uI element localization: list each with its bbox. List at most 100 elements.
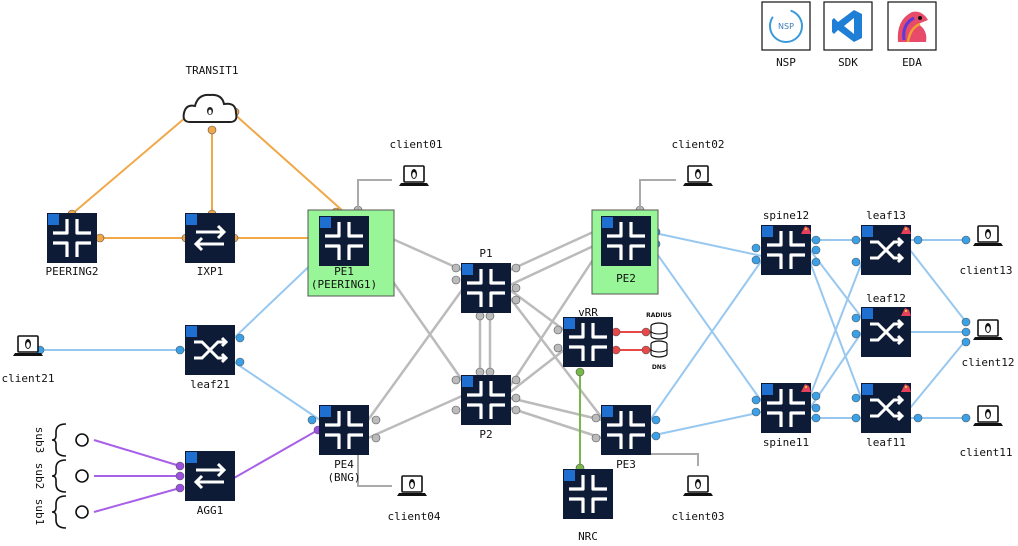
- access-link-6: [649, 411, 763, 437]
- subscriber-label-sub3: sub3: [33, 427, 46, 454]
- client-client21[interactable]: [13, 335, 43, 356]
- core-port-dot: [485, 367, 495, 377]
- cloud-label: TRANSIT1: [186, 64, 239, 77]
- radius-dns-database[interactable]: [650, 322, 668, 358]
- tool-eda[interactable]: [887, 1, 937, 51]
- client-client11[interactable]: [973, 405, 1003, 426]
- badge-icon: [48, 214, 59, 225]
- database-icon: [650, 326, 668, 340]
- node-p2[interactable]: [461, 375, 511, 425]
- node-label-spine12: spine12: [763, 209, 809, 222]
- access-link-10: [809, 261, 863, 397]
- node-p1[interactable]: [461, 263, 511, 313]
- node-pe1[interactable]: [319, 216, 369, 266]
- node-vrr[interactable]: [563, 317, 613, 367]
- client-label-client03: client03: [672, 510, 725, 523]
- core-link-7: [509, 240, 603, 287]
- mgmt-link-1: [639, 179, 676, 210]
- badge-icon: [186, 452, 197, 463]
- node-spine11[interactable]: [761, 383, 811, 433]
- badge-icon: [862, 384, 873, 395]
- client-client04[interactable]: [397, 475, 427, 496]
- access-link-3: [649, 231, 763, 257]
- node-sublabel-pe1: (PEERING1): [311, 278, 377, 291]
- access-port-dot: [961, 337, 971, 347]
- tool-nsp[interactable]: NSP: [761, 1, 811, 51]
- access-port-dot: [851, 413, 861, 423]
- core-port-dot: [475, 311, 485, 321]
- subscriber-port-dot: [175, 471, 185, 481]
- node-spine12[interactable]: [761, 225, 811, 275]
- access-port-dot: [811, 245, 821, 255]
- core-port-dot: [451, 375, 461, 385]
- access-port-dot: [751, 407, 761, 417]
- access-link-16: [909, 339, 967, 409]
- core-port-dot: [475, 367, 485, 377]
- access-port-dot: [307, 415, 317, 425]
- access-link-4: [649, 243, 763, 403]
- tool-label-nsp: NSP: [776, 56, 796, 69]
- access-port-dot: [961, 317, 971, 327]
- access-link-2: [233, 361, 321, 421]
- core-port-dot: [511, 393, 521, 403]
- node-ixp1[interactable]: [185, 213, 235, 263]
- tool-sdk[interactable]: [823, 1, 873, 51]
- node-pe3[interactable]: [601, 405, 651, 455]
- node-label-leaf13: leaf13: [866, 209, 906, 222]
- node-label-leaf12: leaf12: [866, 292, 906, 305]
- client-client02[interactable]: [683, 165, 713, 186]
- dns-label: DNS: [652, 364, 666, 371]
- cloud-transit1[interactable]: [182, 93, 238, 123]
- core-port-dot: [451, 263, 461, 273]
- node-peering2[interactable]: [47, 213, 97, 263]
- radius-port-dot: [641, 345, 651, 355]
- badge-icon: [602, 406, 613, 417]
- subscriber-sub3[interactable]: [75, 433, 89, 447]
- node-leaf11[interactable]: [861, 383, 911, 433]
- client-client12[interactable]: [973, 319, 1003, 340]
- access-port-dot: [913, 235, 923, 245]
- client-label-client01: client01: [390, 138, 443, 151]
- brace-icon: [51, 459, 67, 493]
- core-port-dot: [371, 433, 381, 443]
- access-port-dot: [851, 329, 861, 339]
- node-nrc[interactable]: [563, 469, 613, 519]
- node-label-leaf11: leaf11: [866, 436, 906, 449]
- badge-icon: [462, 376, 473, 387]
- access-port-dot: [851, 393, 861, 403]
- link-transit1-peering2: [71, 111, 193, 215]
- core-port-dot: [451, 275, 461, 285]
- node-agg1[interactable]: [185, 451, 235, 501]
- nrc-port-dot: [575, 367, 585, 377]
- peering-port-dot: [95, 233, 105, 243]
- access-link-5: [649, 259, 763, 421]
- subscriber-sub1[interactable]: [75, 505, 89, 519]
- access-port-dot: [651, 415, 661, 425]
- node-label-nrc: NRC: [578, 530, 598, 543]
- core-link-6: [509, 226, 603, 272]
- node-pe4[interactable]: [319, 405, 369, 455]
- node-leaf12[interactable]: [861, 307, 911, 357]
- access-port-dot: [751, 395, 761, 405]
- peering-port-dot: [207, 125, 217, 135]
- client-client13[interactable]: [973, 225, 1003, 246]
- client-client03[interactable]: [683, 475, 713, 496]
- radius-label: RADIUS: [646, 312, 672, 319]
- access-port-dot: [651, 431, 661, 441]
- node-leaf13[interactable]: [861, 225, 911, 275]
- radius-port-dot: [611, 345, 621, 355]
- node-leaf21[interactable]: [185, 325, 235, 375]
- node-pe2[interactable]: [601, 216, 651, 266]
- core-port-dot: [511, 375, 521, 385]
- access-port-dot: [913, 413, 923, 423]
- node-label-vrr: vRR: [578, 306, 598, 319]
- node-label-pe1: PE1: [334, 265, 354, 278]
- core-port-dot: [553, 343, 563, 353]
- core-link-2: [366, 289, 464, 421]
- brace-icon: [51, 423, 67, 457]
- client-client01[interactable]: [399, 165, 429, 186]
- badge-icon: [320, 217, 331, 228]
- core-port-dot: [371, 415, 381, 425]
- subscriber-sub2[interactable]: [75, 469, 89, 483]
